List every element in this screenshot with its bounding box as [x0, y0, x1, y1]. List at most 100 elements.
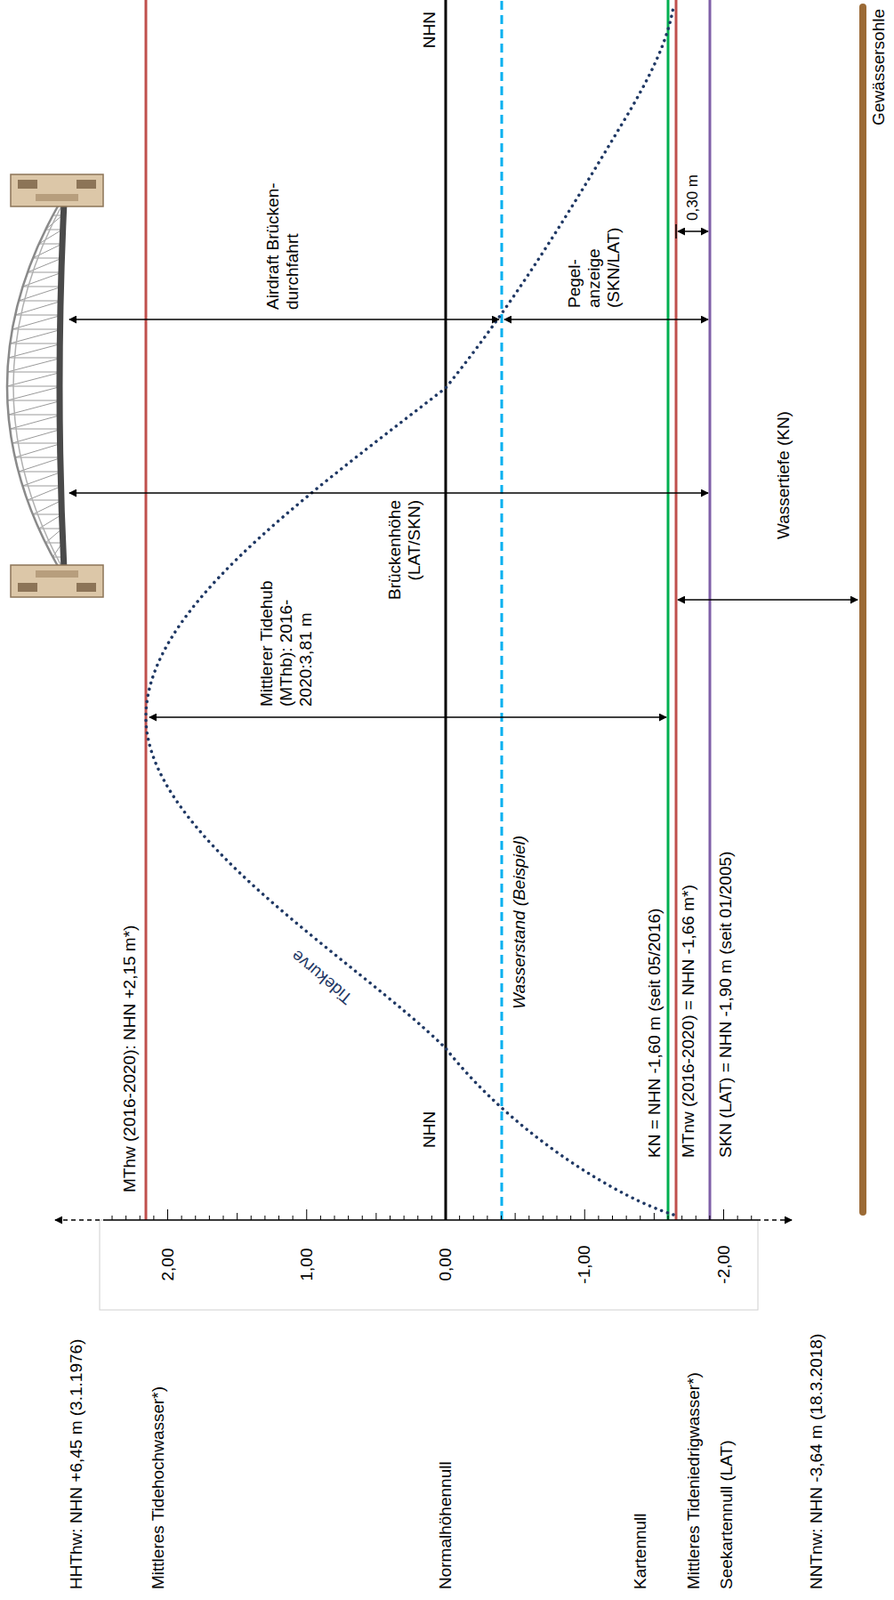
axis-tick	[653, 1212, 655, 1220]
bridge-hanger	[15, 314, 63, 316]
axis-tick	[347, 1215, 349, 1220]
axis-tick	[668, 1215, 669, 1220]
axis-tick	[278, 1215, 280, 1220]
line-label: KN = NHN -1,60 m (seit 05/2016)	[644, 908, 665, 1158]
bridge-diagonal	[12, 428, 63, 443]
axis-dashed-bottom	[756, 1218, 792, 1221]
level-name: Kartennull	[630, 1512, 651, 1589]
gauge-arrow	[504, 318, 709, 321]
axis-tick	[612, 1215, 613, 1220]
axis-ticks	[112, 1208, 752, 1220]
mthw-line	[144, 0, 148, 1220]
axis-tick	[750, 1215, 752, 1220]
bridge-diagonal	[8, 400, 63, 415]
axis-tick	[417, 1215, 419, 1220]
axis-tick	[292, 1215, 294, 1220]
axis-tick	[570, 1215, 572, 1220]
axis-tick	[459, 1215, 460, 1220]
level-name: NNTnw: NHN -3,64 m (18.3.2018)	[806, 1333, 827, 1589]
axis-tick	[181, 1215, 183, 1220]
axis-tick	[528, 1215, 530, 1220]
bridge-diagonal	[7, 371, 63, 387]
axis-tick	[723, 1208, 725, 1220]
axis-tick	[473, 1215, 475, 1220]
bridge-hanger	[7, 386, 63, 387]
axis-tick	[334, 1215, 336, 1220]
bridge-diagonal	[15, 442, 63, 458]
dimension-label: Pegel- anzeige (SKN/LAT)	[564, 218, 624, 308]
dimension-label: Wassertiefe (KN)	[773, 410, 794, 540]
axis-tick	[445, 1208, 447, 1220]
offset-tick	[675, 224, 677, 239]
axis-tick	[320, 1215, 322, 1220]
axis-tick	[264, 1215, 266, 1220]
airdraft-arrow	[69, 318, 500, 321]
axis-tick	[431, 1215, 433, 1220]
axis-tick	[500, 1215, 502, 1220]
level-name: Normalhöhennull	[435, 1460, 456, 1589]
bridge-diagonal	[7, 386, 63, 401]
axis-tick	[486, 1215, 488, 1220]
bridge-hanger	[18, 471, 63, 473]
axis-tick	[250, 1215, 252, 1220]
axis-tick	[695, 1215, 697, 1220]
bridge-hanger	[7, 400, 63, 402]
axis-tick	[112, 1215, 113, 1220]
axis-value: 2,00	[158, 1248, 178, 1281]
level-name: HHThw: NHN +6,45 m (3.1.1976)	[66, 1338, 87, 1589]
level-name: Mittleres Tidehochwasser*)	[148, 1385, 169, 1589]
axis-value: -1,00	[574, 1244, 595, 1283]
dimension-label: Airdraft Brücken- durchfahrt	[263, 176, 303, 310]
axis-tick	[362, 1215, 363, 1220]
axis-tick	[597, 1215, 599, 1220]
axis-tick	[708, 1215, 710, 1220]
line-label: NHN	[419, 1111, 440, 1148]
tide-curve	[145, 7, 674, 1215]
mtnw-line	[675, 0, 678, 1220]
bridge-diagonal	[22, 471, 63, 486]
bridge-diagonal	[27, 485, 63, 500]
bridge-hanger	[12, 442, 63, 444]
bridge-hanger	[39, 528, 63, 530]
bridge-hanger	[18, 300, 63, 302]
axis-tick	[306, 1208, 307, 1220]
axis-value: 1,00	[297, 1248, 317, 1281]
scale-box	[99, 1219, 758, 1310]
offset-arrow	[677, 230, 709, 233]
axis-tick	[515, 1212, 516, 1220]
curve-label: Tidekurve	[287, 945, 356, 1008]
line-label: NHN	[419, 11, 440, 49]
axis-dashed-top	[55, 1218, 105, 1221]
dimension-label: Mittlerer Tidehub (MThb): 2016-2020:3,81…	[257, 559, 316, 707]
axis-tick	[403, 1215, 405, 1220]
axis-tick	[681, 1215, 683, 1220]
axis-tick	[236, 1212, 238, 1220]
axis-tick	[737, 1215, 739, 1220]
level-name: Seekartennull (LAT)	[716, 1439, 737, 1589]
water-level-line	[500, 0, 504, 1220]
bridge-hanger	[8, 357, 63, 359]
level-name: Mittleres Tideniedrigwasser*)	[684, 1371, 704, 1589]
axis-tick	[209, 1215, 210, 1220]
bridge-illustration	[7, 174, 104, 597]
axis-tick	[194, 1215, 196, 1220]
line-label: SKN (LAT) = NHN -1,90 m (seit 01/2005)	[716, 851, 736, 1158]
axis-tick	[167, 1208, 169, 1220]
axis-tick	[153, 1215, 154, 1220]
depth-arrow	[677, 598, 858, 601]
bridge-hanger	[39, 243, 63, 245]
skn-line	[708, 0, 712, 1220]
axis-tick	[375, 1212, 377, 1220]
line-label: MTnw (2016-2020) = NHN -1,66 m*)	[678, 884, 699, 1158]
axis-tick	[125, 1215, 127, 1220]
axis-tick	[542, 1215, 544, 1220]
bridge-hanger	[9, 428, 63, 430]
bridge-hanger	[12, 329, 63, 331]
axis-tick	[626, 1215, 628, 1220]
nhn-line	[444, 0, 448, 1220]
axis-tick	[139, 1215, 141, 1220]
bridge-height-arrow	[69, 491, 709, 494]
axis-value: -2,00	[714, 1244, 734, 1283]
